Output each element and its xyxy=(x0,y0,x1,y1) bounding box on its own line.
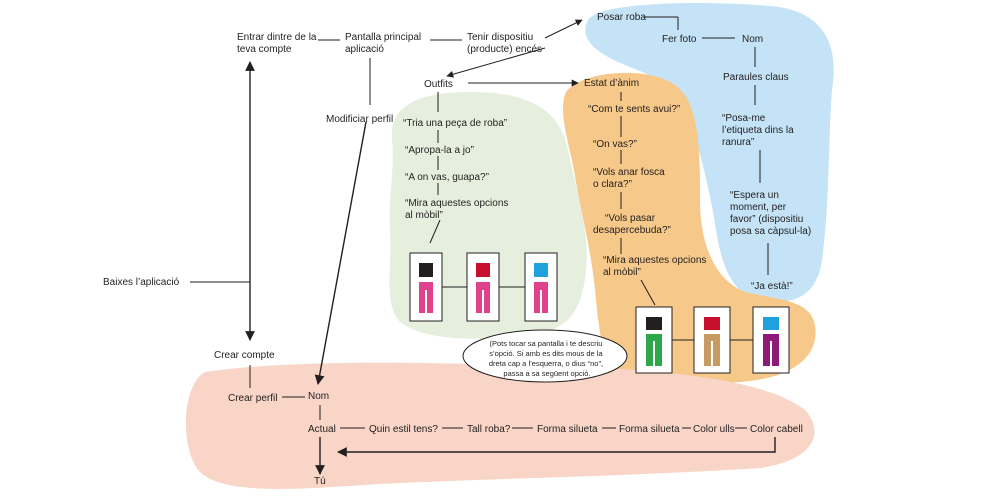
node-baixes: Baixes l’aplicació xyxy=(103,277,180,288)
connectors xyxy=(190,16,776,475)
outfit-top-black xyxy=(419,263,433,277)
node-a-on-vas: “A on vas, guapa?” xyxy=(405,172,489,183)
node-crear-compte: Crear compte xyxy=(214,350,275,361)
outfit-options-green xyxy=(409,252,558,322)
outfit-top-cyan xyxy=(763,317,779,330)
region-blue xyxy=(585,2,834,302)
outfit-top-red xyxy=(704,317,720,330)
node-forma-silueta-1: Forma silueta xyxy=(537,424,598,435)
outfit-bottom-gap xyxy=(482,290,484,313)
node-color-ulls: Color ulls xyxy=(693,424,735,435)
note-text: (Pots tocar sa pantalla i te descriu s’o… xyxy=(489,339,605,378)
node-fer-foto: Fer foto xyxy=(662,34,697,45)
node-crear-perfil: Crear perfil xyxy=(228,393,277,404)
instruction-note: (Pots tocar sa pantalla i te descriu s’o… xyxy=(462,329,628,383)
outfit-bottom-gap xyxy=(425,290,427,313)
outfit-top-cyan xyxy=(534,263,548,277)
node-forma-silueta-2: Forma silueta xyxy=(619,424,680,435)
outfit-bottom-gap xyxy=(770,341,772,366)
node-com-te-sents: “Com te sents avui?” xyxy=(588,104,680,115)
outfit-options-orange xyxy=(635,306,790,374)
node-quin-estil: Quin estil tens? xyxy=(369,424,438,435)
outfit-top-black xyxy=(646,317,662,330)
node-paraules-claus: Paraules claus xyxy=(723,72,789,83)
note-bubble xyxy=(462,329,628,383)
node-modificar-perfil: Modificiar perfil xyxy=(326,114,393,125)
node-tu: Tú xyxy=(314,476,326,487)
outfit-top-red xyxy=(476,263,490,277)
node-actual: Actual xyxy=(308,424,336,435)
node-estat-anim: Estat d’ànim xyxy=(584,78,639,89)
node-tria: “Tria una peça de roba” xyxy=(403,118,507,129)
region-pink xyxy=(185,362,815,489)
region-orange xyxy=(563,72,816,385)
node-on-vas: “On vas?” xyxy=(593,139,637,150)
outfit-bottom-gap xyxy=(711,341,713,366)
node-color-cabell: Color cabell xyxy=(750,424,803,435)
node-tall-roba: Tall roba? xyxy=(467,424,511,435)
node-apropa: “Apropa-la a jo” xyxy=(405,145,474,156)
node-posar-roba: Posar roba xyxy=(597,12,646,23)
node-outfits: Outfits xyxy=(424,79,453,90)
outfit-bottom-gap xyxy=(653,341,655,366)
outfit-bottom-gap xyxy=(540,290,542,313)
node-nom-blue: Nom xyxy=(742,34,763,45)
node-tenir-dispositiu: Tenir dispositiu(producte) encés xyxy=(467,32,542,55)
node-ja-esta: “Ja està!” xyxy=(751,281,793,292)
node-nom-pink: Nom xyxy=(308,391,329,402)
